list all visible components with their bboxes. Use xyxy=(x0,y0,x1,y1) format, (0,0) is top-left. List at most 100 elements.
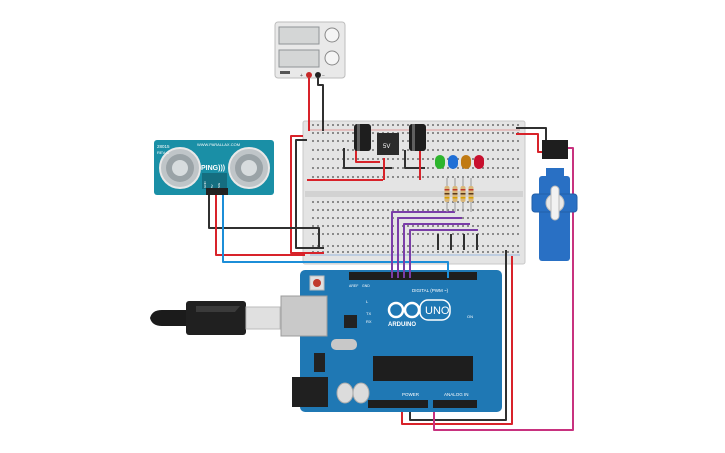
breadboard-hole xyxy=(352,140,354,142)
breadboard-hole xyxy=(322,201,324,203)
power-supply[interactable]: + − xyxy=(274,21,346,79)
current-knob[interactable] xyxy=(324,50,340,66)
breadboard-hole xyxy=(497,251,499,253)
breadboard-hole xyxy=(382,251,384,253)
breadboard-hole xyxy=(362,176,364,178)
breadboard-hole xyxy=(457,124,459,126)
breadboard-hole xyxy=(342,140,344,142)
ping-sensor[interactable]: 28015 REV C WWW.PARALLAX.COM PING))) GND… xyxy=(154,140,274,195)
breadboard-hole xyxy=(427,149,429,151)
breadboard-hole xyxy=(502,225,504,227)
breadboard-hole xyxy=(452,132,454,134)
breadboard-hole xyxy=(517,233,519,235)
breadboard-hole xyxy=(432,233,434,235)
resistor-0[interactable] xyxy=(444,178,450,212)
breadboard-hole xyxy=(342,245,344,247)
led-body xyxy=(435,155,445,169)
breadboard-hole xyxy=(412,176,414,178)
breadboard-hole xyxy=(497,201,499,203)
breadboard-hole xyxy=(517,124,519,126)
breadboard-hole xyxy=(337,158,339,160)
breadboard-hole xyxy=(322,245,324,247)
breadboard-hole xyxy=(512,132,514,134)
breadboard-hole xyxy=(412,158,414,160)
servo-connector[interactable] xyxy=(542,140,568,159)
breadboard-hole xyxy=(322,158,324,160)
breadboard-hole xyxy=(472,233,474,235)
breadboard-hole xyxy=(427,225,429,227)
atmega-chip xyxy=(373,356,473,381)
breadboard-hole xyxy=(492,251,494,253)
servo-motor[interactable] xyxy=(531,140,578,261)
breadboard-hole xyxy=(497,124,499,126)
breadboard-hole xyxy=(322,233,324,235)
breadboard-hole xyxy=(502,209,504,211)
voltage-knob[interactable] xyxy=(324,27,340,43)
capacitor-left[interactable] xyxy=(354,124,371,151)
breadboard-hole xyxy=(512,124,514,126)
resistor-2[interactable] xyxy=(460,178,466,212)
breadboard-hole xyxy=(362,158,364,160)
rx-label: RX xyxy=(366,319,372,324)
breadboard-hole xyxy=(472,209,474,211)
breadboard-hole xyxy=(497,140,499,142)
capacitor-right[interactable] xyxy=(409,124,426,151)
resistor-band xyxy=(452,197,458,199)
usb-port[interactable] xyxy=(280,295,328,337)
negative-terminal[interactable] xyxy=(315,72,321,78)
resistor-1[interactable] xyxy=(452,178,458,212)
breadboard-hole xyxy=(342,217,344,219)
analog-header[interactable] xyxy=(433,400,477,408)
breadboard-hole xyxy=(422,225,424,227)
led-1[interactable] xyxy=(448,155,458,169)
breadboard-hole xyxy=(432,149,434,151)
breadboard-hole xyxy=(482,225,484,227)
breadboard-hole xyxy=(362,251,364,253)
breadboard-hole xyxy=(457,158,459,160)
resistor-3[interactable] xyxy=(468,178,474,212)
breadboard-hole xyxy=(452,225,454,227)
breadboard-hole xyxy=(417,251,419,253)
led-2[interactable] xyxy=(461,155,471,169)
breadboard-hole xyxy=(347,176,349,178)
led-3[interactable] xyxy=(474,155,484,169)
breadboard-hole xyxy=(447,233,449,235)
breadboard-hole xyxy=(312,233,314,235)
breadboard-hole xyxy=(492,132,494,134)
breadboard-hole xyxy=(382,233,384,235)
barrel-jack[interactable] xyxy=(292,377,328,407)
breadboard-hole xyxy=(332,251,334,253)
arduino-uno[interactable]: ARDUINO UNO DIGITAL (PWM ~) POWER ANALOG… xyxy=(280,270,502,412)
led-0[interactable] xyxy=(435,155,445,169)
breadboard-hole xyxy=(472,158,474,160)
breadboard-hole xyxy=(472,217,474,219)
breadboard-hole xyxy=(497,209,499,211)
breadboard-hole xyxy=(442,225,444,227)
breadboard-hole xyxy=(457,233,459,235)
breadboard-hole xyxy=(407,140,409,142)
breadboard-hole xyxy=(402,132,404,134)
power-plus-label: + xyxy=(300,73,303,79)
voltage-regulator[interactable]: 5V xyxy=(377,133,399,155)
breadboard-hole xyxy=(472,124,474,126)
breadboard-hole xyxy=(362,209,364,211)
digital-header[interactable] xyxy=(349,272,477,280)
breadboard-hole xyxy=(332,132,334,134)
breadboard-hole xyxy=(367,201,369,203)
positive-terminal[interactable] xyxy=(306,72,312,78)
breadboard-hole xyxy=(452,124,454,126)
breadboard-hole xyxy=(357,225,359,227)
breadboard-hole xyxy=(342,176,344,178)
breadboard-hole xyxy=(362,245,364,247)
power-header[interactable] xyxy=(368,400,428,408)
breadboard-hole xyxy=(502,124,504,126)
resistor-band xyxy=(444,197,450,199)
breadboard-hole xyxy=(517,209,519,211)
breadboard-hole xyxy=(432,158,434,160)
breadboard-hole xyxy=(447,225,449,227)
wire-ends xyxy=(391,262,449,278)
breadboard-hole xyxy=(462,124,464,126)
breadboard-hole xyxy=(342,132,344,134)
breadboard-hole xyxy=(312,132,314,134)
breadboard-hole xyxy=(352,233,354,235)
